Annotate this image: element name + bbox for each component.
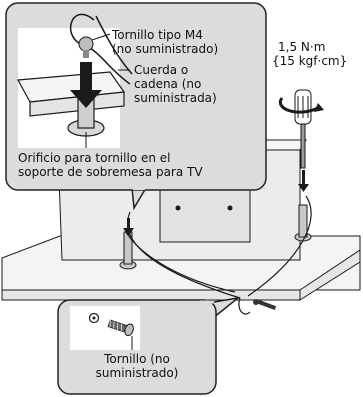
- bottom-screw-label-line2: suministrado): [95, 366, 179, 380]
- rotation-arrow: [278, 97, 319, 114]
- callout-bottom: [57, 296, 241, 395]
- cord-label-line1: Cuerda o: [134, 63, 189, 77]
- screw-type-note: (no suministrado): [112, 42, 219, 56]
- feet-arrows: [123, 170, 309, 236]
- cord-label-line3: suministrada): [134, 91, 217, 105]
- screw-type-label: Tornillo tipo M4: [112, 28, 203, 42]
- cord-screw: [253, 299, 277, 310]
- screwdriver: [294, 89, 312, 169]
- bottom-screw-label-line1: Tornillo (no: [104, 352, 170, 366]
- torque-nm-label: 1,5 N·m: [278, 40, 326, 54]
- hole-label-line2: soporte de sobremesa para TV: [18, 165, 203, 179]
- cord-label-line2: cadena (no: [134, 77, 202, 91]
- callout-top: [5, 2, 267, 211]
- torque-kgf-label: {15 kgf·cm}: [272, 54, 348, 68]
- hole-label-line1: Orificio para tornillo en el: [18, 151, 171, 165]
